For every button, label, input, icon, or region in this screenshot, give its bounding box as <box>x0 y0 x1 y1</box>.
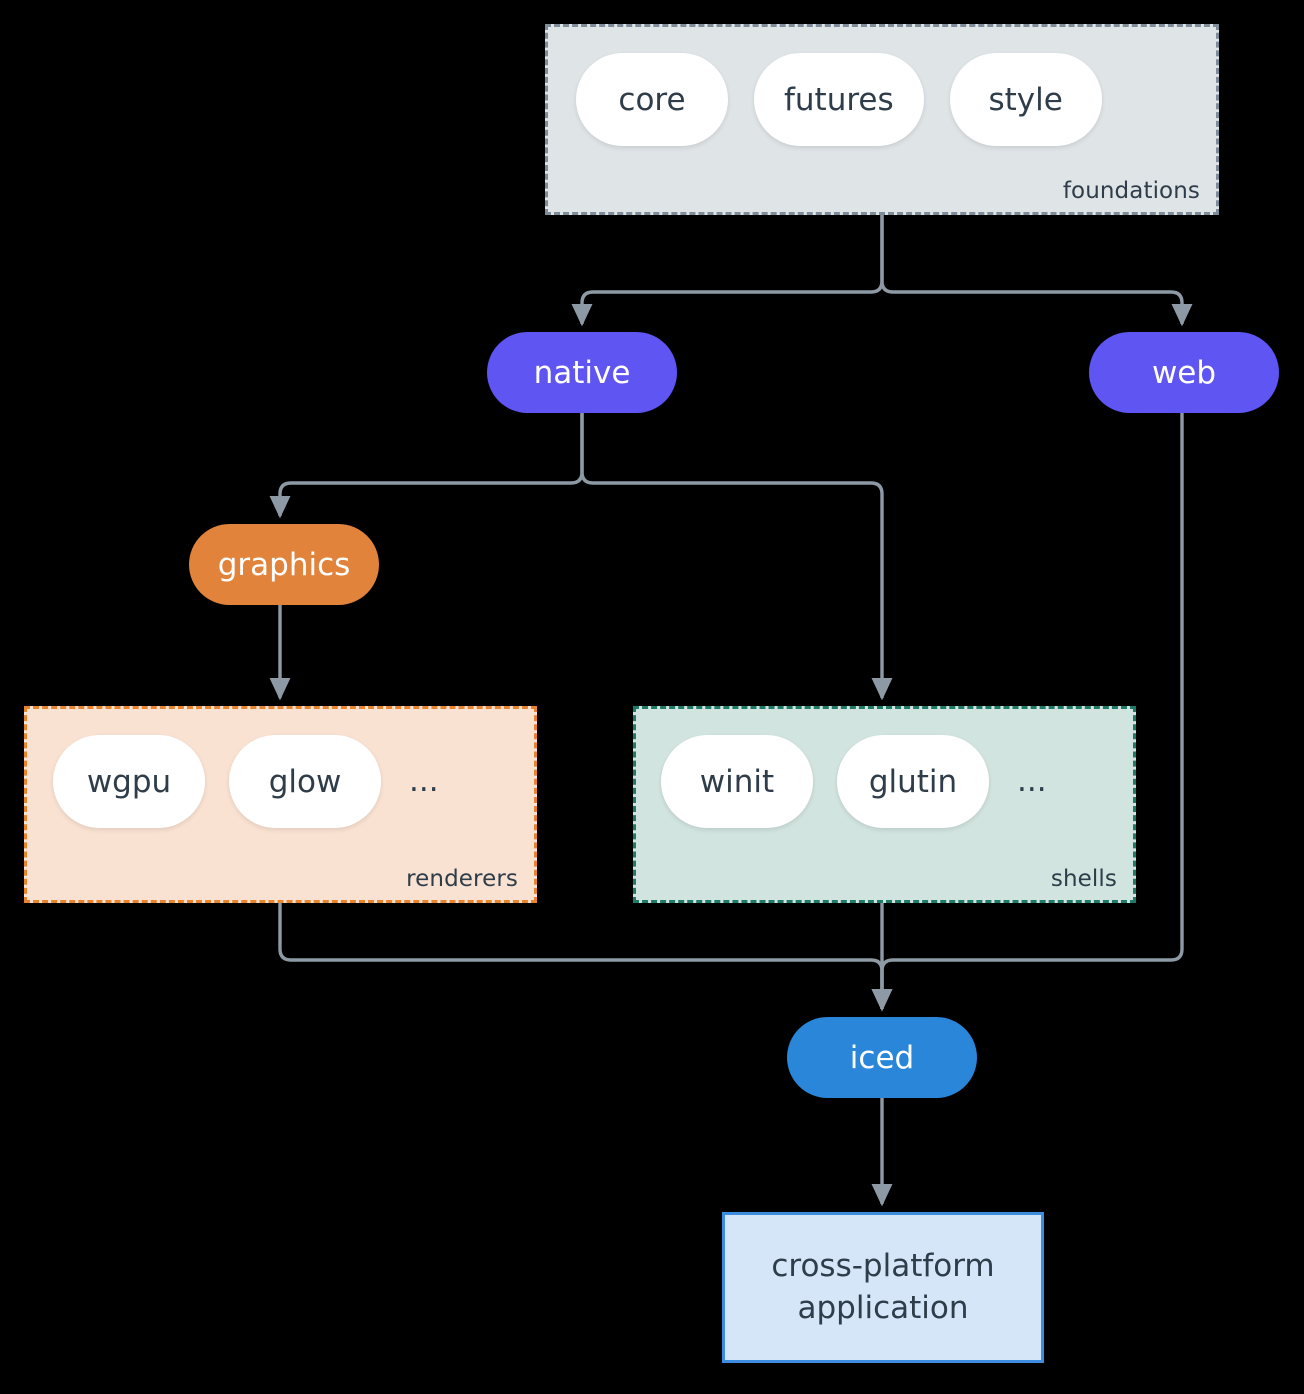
application-label-line2: application <box>797 1289 969 1326</box>
cluster-renderers: wgpu glow ... renderers <box>24 706 537 903</box>
pill-core[interactable]: core <box>576 53 728 146</box>
cluster-renderers-label: renderers <box>406 866 518 892</box>
pill-wgpu[interactable]: wgpu <box>53 735 205 828</box>
cluster-shells-label: shells <box>1050 866 1117 892</box>
renderers-ellipsis: ... <box>409 763 439 799</box>
edge-native-graphics <box>269 413 584 519</box>
pill-glutin[interactable]: glutin <box>837 735 989 828</box>
cluster-shells-items: winit glutin ... <box>661 735 1051 828</box>
node-native[interactable]: native <box>487 332 677 413</box>
edge-renderers-iced <box>278 903 893 1012</box>
cluster-foundations-items: core futures style <box>576 53 1102 146</box>
edge-foundations-native <box>571 215 884 327</box>
edge-foundations-web <box>880 215 1193 327</box>
node-iced[interactable]: iced <box>787 1017 977 1098</box>
node-cross-platform-application[interactable]: cross-platform application <box>722 1212 1044 1363</box>
pill-glow[interactable]: glow <box>229 735 381 828</box>
cluster-foundations: core futures style foundations <box>545 24 1219 215</box>
cluster-shells: winit glutin ... shells <box>633 706 1136 903</box>
edge-native-shells <box>580 413 893 701</box>
cluster-foundations-label: foundations <box>1062 178 1200 204</box>
node-graphics[interactable]: graphics <box>189 524 379 605</box>
shells-ellipsis: ... <box>1017 763 1047 799</box>
cluster-renderers-items: wgpu glow ... <box>53 735 443 828</box>
pill-winit[interactable]: winit <box>661 735 813 828</box>
pill-futures[interactable]: futures <box>754 53 924 146</box>
node-web[interactable]: web <box>1089 332 1279 413</box>
application-label-line1: cross-platform <box>771 1248 995 1285</box>
pill-style[interactable]: style <box>949 53 1102 146</box>
